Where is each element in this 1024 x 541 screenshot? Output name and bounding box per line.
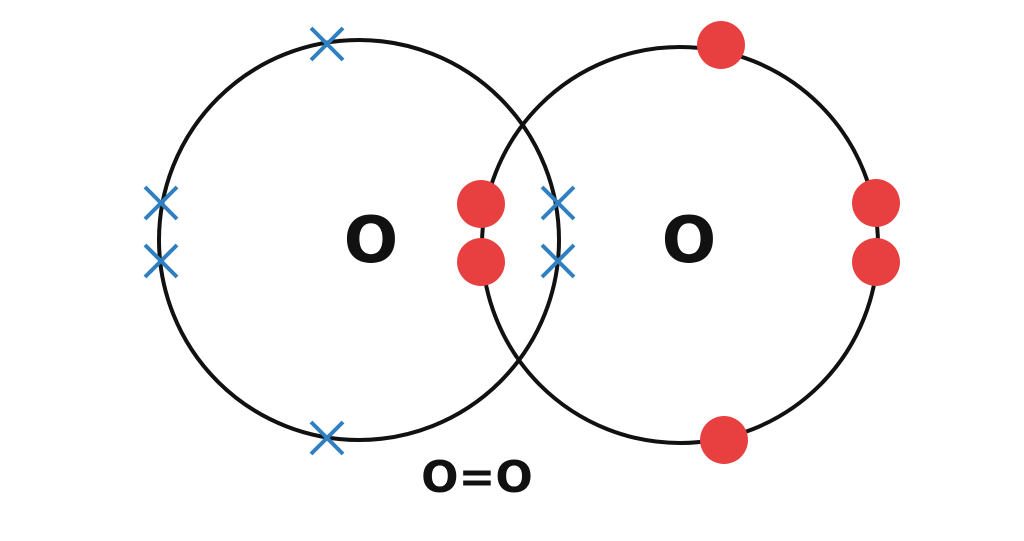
right-atom-electrons	[457, 21, 900, 464]
cross-electron-left-lower	[143, 243, 179, 279]
dot-electron-bond-upper	[457, 180, 505, 228]
left-atom-symbol: O	[344, 204, 398, 278]
cross-electron-bond-lower	[540, 243, 576, 279]
left-atom-shell	[157, 38, 561, 442]
structural-formula: O=O	[421, 452, 533, 503]
left-atom-electrons	[143, 26, 576, 456]
cross-electron-bottom	[309, 420, 345, 456]
dot-electron-top	[697, 21, 745, 69]
dot-electron-right-lower	[852, 238, 900, 286]
right-atom-symbol: O	[662, 204, 716, 278]
cross-electron-top	[309, 26, 345, 62]
cross-electron-left-upper	[143, 185, 179, 221]
dot-electron-right-upper	[852, 179, 900, 227]
cross-electron-bond-upper	[540, 185, 576, 221]
dot-electron-bond-lower	[457, 238, 505, 286]
dot-electron-bottom	[700, 416, 748, 464]
